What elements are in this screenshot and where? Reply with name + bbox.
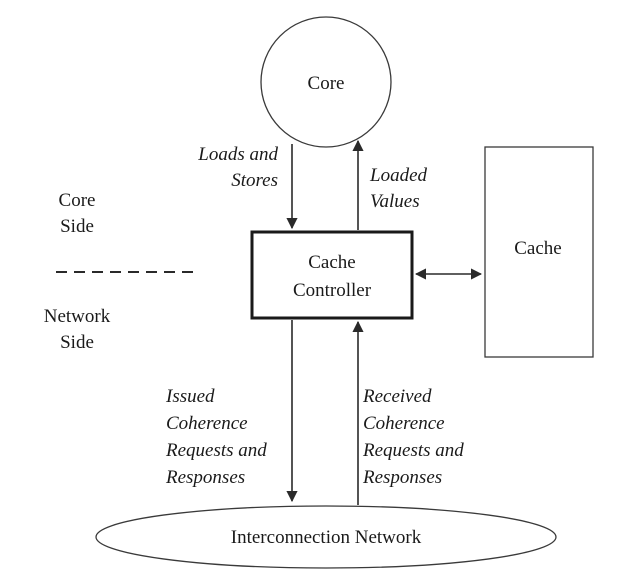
cache-controller-box bbox=[250, 230, 414, 320]
received-requests-line4: Responses bbox=[362, 467, 442, 488]
network-side-line1: Network bbox=[44, 306, 111, 327]
issued-requests-line2: Coherence bbox=[166, 413, 248, 434]
issued-requests-line1: Issued bbox=[165, 386, 215, 407]
loaded-values-line1: Loaded bbox=[369, 165, 428, 186]
cache-label: Cache bbox=[514, 238, 561, 259]
interconnection-network-node: Interconnection Network bbox=[95, 505, 557, 569]
interconnection-network-label: Interconnection Network bbox=[231, 527, 422, 548]
cache-controller-label-line2: Controller bbox=[293, 280, 372, 301]
received-requests-line1: Received bbox=[362, 386, 432, 407]
core-node: Core bbox=[260, 16, 392, 148]
core-side-label: Core Side bbox=[59, 190, 96, 237]
received-requests-label: Received Coherence Requests and Response… bbox=[362, 386, 464, 488]
issued-requests-label: Issued Coherence Requests and Responses bbox=[165, 386, 267, 488]
cache-box bbox=[484, 146, 594, 358]
network-side-line2: Side bbox=[60, 332, 94, 353]
cache-controller-label-line1: Cache bbox=[308, 252, 355, 273]
cache-controller-node: Cache Controller bbox=[250, 230, 414, 320]
received-requests-line3: Requests and bbox=[362, 440, 464, 461]
core-label: Core bbox=[308, 73, 345, 94]
core-side-line2: Side bbox=[60, 216, 94, 237]
loaded-values-label: Loaded Values bbox=[369, 165, 428, 212]
loads-and-stores-line1: Loads and bbox=[197, 144, 278, 165]
loaded-values-line2: Values bbox=[370, 191, 420, 212]
cache-node: Cache bbox=[484, 146, 594, 358]
received-requests-line2: Coherence bbox=[363, 413, 445, 434]
network-side-label: Network Side bbox=[44, 306, 111, 353]
loads-and-stores-label: Loads and Stores bbox=[197, 144, 278, 191]
core-side-line1: Core bbox=[59, 190, 96, 211]
loads-and-stores-line2: Stores bbox=[231, 170, 278, 191]
core-circle bbox=[260, 16, 392, 148]
interconnection-network-ellipse bbox=[95, 505, 557, 569]
issued-requests-line4: Responses bbox=[165, 467, 245, 488]
issued-requests-line3: Requests and bbox=[165, 440, 267, 461]
